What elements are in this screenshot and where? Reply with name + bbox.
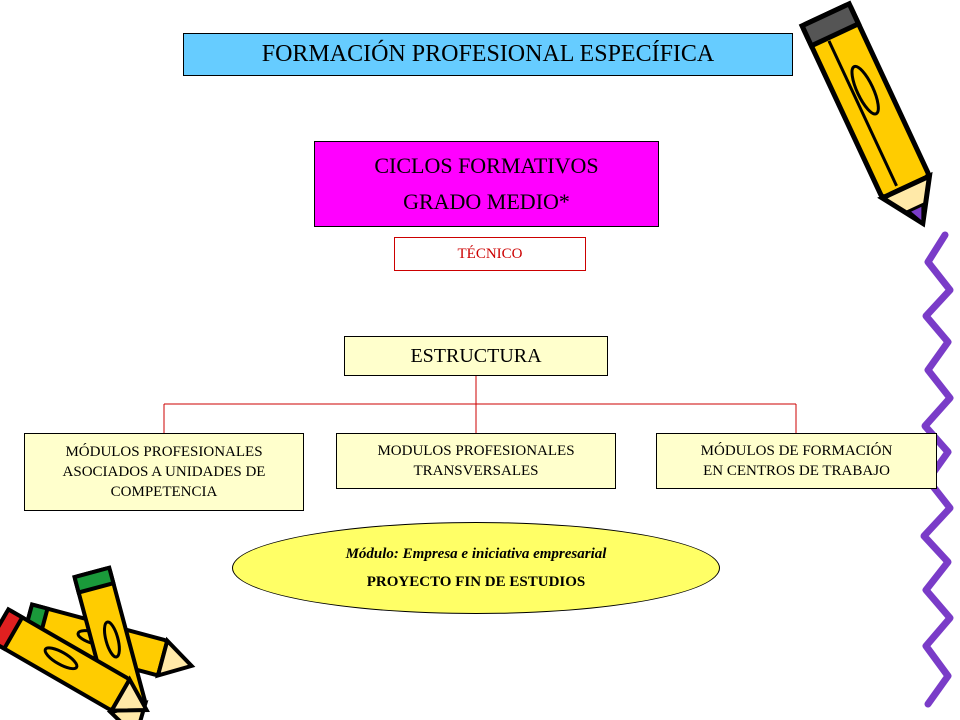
module-1-line-2: ASOCIADOS A UNIDADES DE [62,464,266,480]
module-3-line-1: MÓDULOS DE FORMACIÓN [700,443,893,459]
module-2-line-2: TRANSVERSALES [413,463,539,479]
module-box-fct: MÓDULOS DE FORMACIÓN EN CENTROS DE TRABA… [656,433,937,489]
page-title-text: FORMACIÓN PROFESIONAL ESPECÍFICA [261,41,715,67]
module-1-line-1: MÓDULOS PROFESIONALES [65,444,263,460]
module-box-transversales: MODULOS PROFESIONALES TRANSVERSALES [336,433,616,489]
page-title: FORMACIÓN PROFESIONAL ESPECÍFICA [183,33,793,76]
module-box-asociados: MÓDULOS PROFESIONALES ASOCIADOS A UNIDAD… [24,433,304,511]
module-3-line-2: EN CENTROS DE TRABAJO [703,463,890,479]
estructura-box: ESTRUCTURA [344,336,608,376]
estructura-text: ESTRUCTURA [410,344,542,367]
tecnico-text: TÉCNICO [457,245,523,262]
ellipse-line-1: Módulo: Empresa e iniciativa empresarial [345,546,607,562]
module-2-line-1: MODULOS PROFESIONALES [377,443,575,459]
ciclos-formativos-box: CICLOS FORMATIVOS GRADO MEDIO* [314,141,659,227]
tecnico-box: TÉCNICO [394,237,586,271]
module-1-line-3: COMPETENCIA [110,484,218,500]
proyecto-ellipse: Módulo: Empresa e iniciativa empresarial… [232,522,720,614]
ciclos-line-2: GRADO MEDIO* [403,189,570,214]
ellipse-line-2: PROYECTO FIN DE ESTUDIOS [366,574,586,590]
ciclos-line-1: CICLOS FORMATIVOS [374,153,599,178]
